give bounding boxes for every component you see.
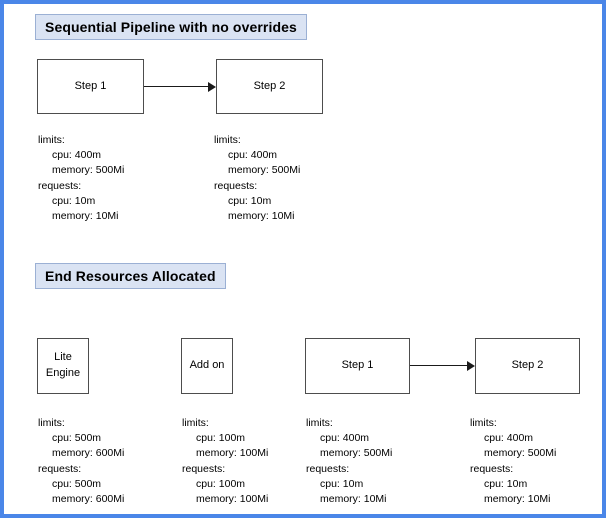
spec-requests-cpu: cpu: 500m — [52, 477, 102, 490]
spec-limits-memory: memory: 100Mi — [196, 447, 269, 460]
spec-step-2-bottom: limits: cpu: 400m memory: 500Mi requests… — [470, 416, 556, 507]
spec-requests-memory: memory: 10Mi — [484, 493, 551, 506]
spec-step-2-top: limits: cpu: 400m memory: 500Mi requests… — [214, 133, 300, 224]
arrow-head — [208, 82, 216, 92]
spec-limits-cpu: cpu: 400m — [484, 432, 534, 445]
spec-limits-memory: memory: 500Mi — [228, 164, 301, 177]
spec-limits-label: limits: — [38, 134, 65, 146]
node-step-1-bottom[interactable]: Step 1 — [305, 338, 410, 394]
arrow-shaft — [144, 86, 208, 87]
section-title-sequential-pipeline: Sequential Pipeline with no overrides — [35, 14, 307, 40]
spec-requests-cpu: cpu: 10m — [484, 477, 528, 490]
spec-requests-cpu: cpu: 10m — [228, 194, 272, 207]
spec-limits-label: limits: — [182, 417, 209, 429]
node-step-2-top[interactable]: Step 2 — [216, 59, 323, 114]
node-label: Step 2 — [511, 359, 544, 372]
spec-step-1-bottom: limits: cpu: 400m memory: 500Mi requests… — [306, 416, 392, 507]
spec-limits-cpu: cpu: 400m — [52, 149, 102, 162]
node-step-2-bottom[interactable]: Step 2 — [475, 338, 580, 394]
spec-limits-memory: memory: 500Mi — [484, 447, 557, 460]
spec-limits-label: limits: — [214, 134, 241, 146]
arrow-shaft — [410, 365, 467, 366]
node-label-line-1: Add on — [189, 359, 225, 372]
arrow-head — [467, 361, 475, 371]
spec-requests-cpu: cpu: 10m — [52, 194, 96, 207]
node-lite-engine[interactable]: Lite Engine — [37, 338, 89, 394]
node-step-1-top[interactable]: Step 1 — [37, 59, 144, 114]
node-label-line-1: Lite — [54, 351, 72, 364]
node-add-on[interactable]: Add on — [181, 338, 233, 394]
spec-limits-cpu: cpu: 400m — [320, 432, 370, 445]
spec-requests-memory: memory: 10Mi — [320, 493, 387, 506]
spec-step-1-top: limits: cpu: 400m memory: 500Mi requests… — [38, 133, 124, 224]
spec-limits-cpu: cpu: 100m — [196, 432, 246, 445]
arrow-step1-to-step2-top — [144, 82, 216, 92]
spec-requests-label: requests: — [470, 462, 514, 475]
spec-limits-memory: memory: 500Mi — [320, 447, 393, 460]
node-label: Step 1 — [341, 359, 374, 372]
spec-requests-label: requests: — [38, 462, 82, 475]
spec-requests-label: requests: — [214, 179, 258, 192]
spec-lite-engine: limits: cpu: 500m memory: 600Mi requests… — [38, 416, 124, 507]
spec-limits-cpu: cpu: 500m — [52, 432, 102, 445]
spec-requests-memory: memory: 600Mi — [52, 493, 125, 506]
spec-limits-memory: memory: 500Mi — [52, 164, 125, 177]
spec-limits-label: limits: — [38, 417, 65, 429]
node-label: Step 1 — [74, 79, 107, 92]
spec-requests-label: requests: — [306, 462, 350, 475]
spec-requests-cpu: cpu: 100m — [196, 477, 246, 490]
spec-limits-label: limits: — [470, 417, 497, 429]
arrow-step1-to-step2-bottom — [410, 361, 475, 371]
node-label: Step 2 — [253, 79, 286, 92]
node-label-line-2: Engine — [45, 367, 81, 379]
spec-requests-label: requests: — [38, 179, 82, 192]
spec-requests-label: requests: — [182, 462, 226, 475]
spec-add-on: limits: cpu: 100m memory: 100Mi requests… — [182, 416, 268, 507]
spec-requests-memory: memory: 10Mi — [52, 210, 119, 223]
spec-limits-memory: memory: 600Mi — [52, 447, 125, 460]
spec-requests-memory: memory: 100Mi — [196, 493, 269, 506]
spec-limits-cpu: cpu: 400m — [228, 149, 278, 162]
spec-limits-label: limits: — [306, 417, 333, 429]
spec-requests-memory: memory: 10Mi — [228, 210, 295, 223]
section-title-end-resources-allocated: End Resources Allocated — [35, 263, 226, 289]
spec-requests-cpu: cpu: 10m — [320, 477, 364, 490]
